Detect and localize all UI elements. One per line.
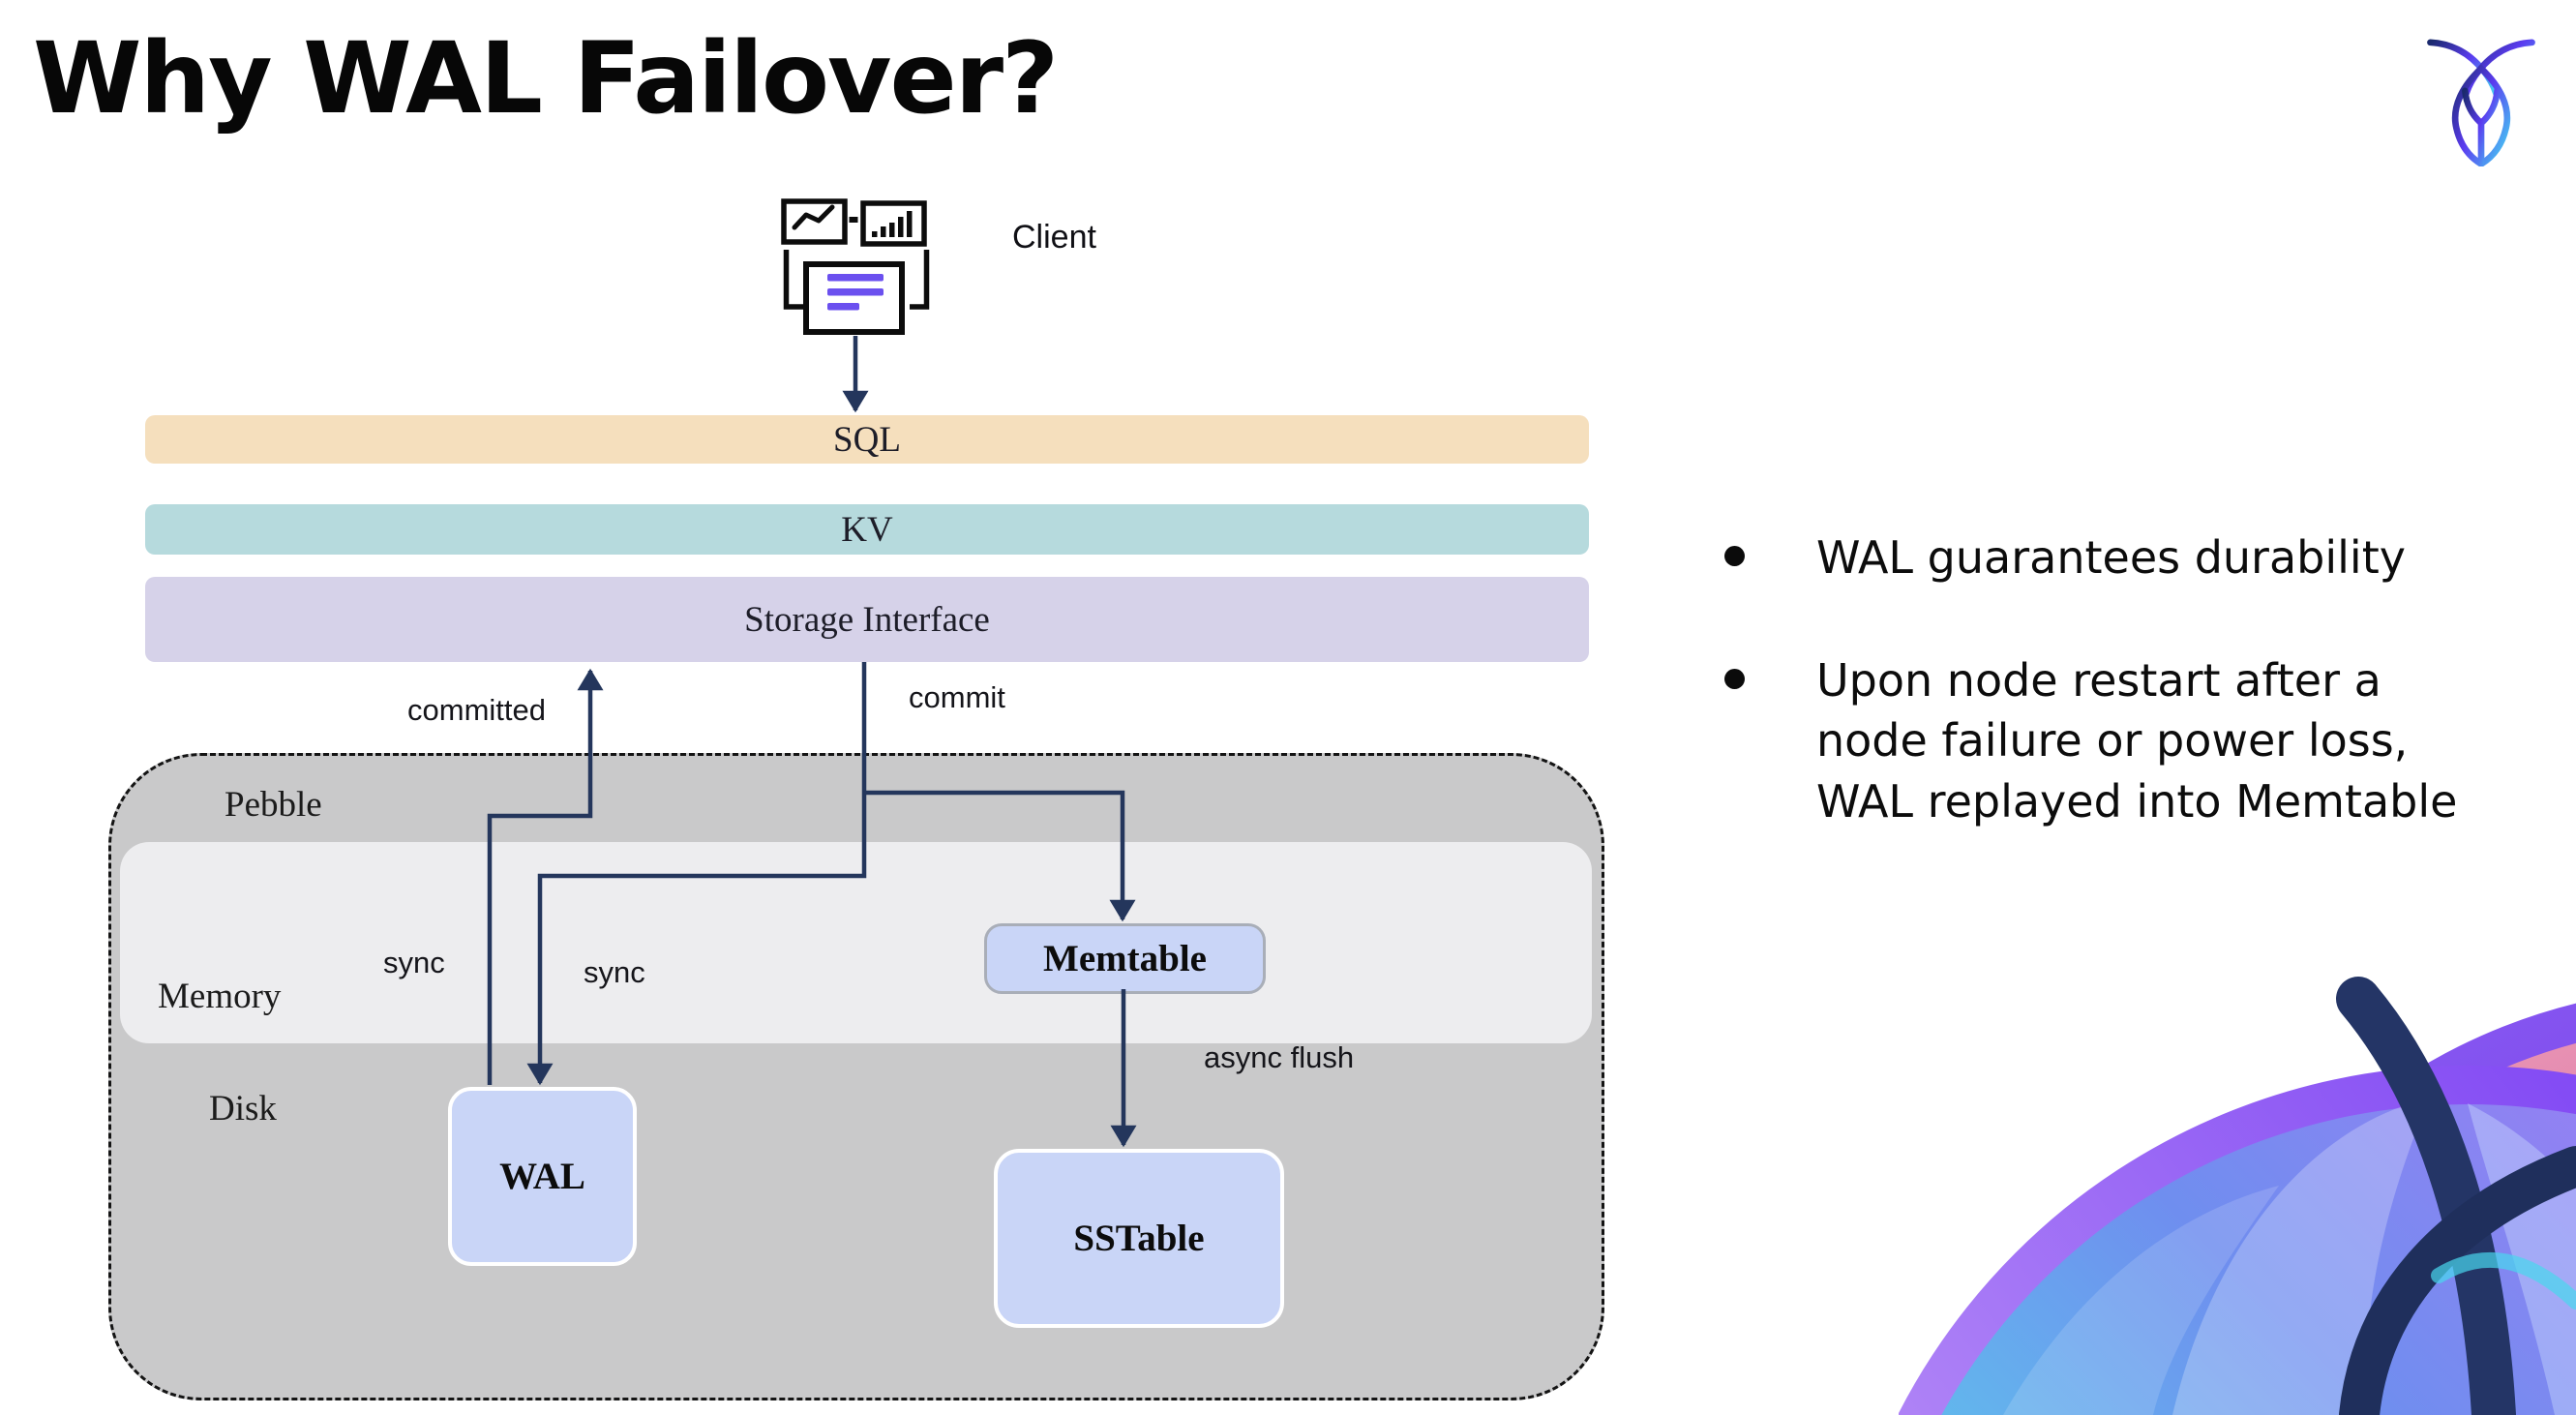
layer-bar-sql: SQL (145, 415, 1589, 464)
wal-node: WAL (448, 1087, 637, 1266)
page-title: Why WAL Failover? (33, 21, 1059, 136)
logo-strokes (2427, 39, 2535, 166)
bullet-item-1: WAL guarantees durability (1724, 527, 2499, 588)
pebble-container (108, 753, 1604, 1400)
client-brackets (783, 250, 930, 310)
blue-sphere (1941, 1104, 2576, 1415)
bullet-item-2: Upon node restart after a node failure o… (1724, 650, 2499, 832)
document-icon (803, 261, 905, 335)
edge-label-commit: commit (909, 680, 1005, 714)
client-charts (781, 198, 927, 247)
bullet-text-2: Upon node restart after a node failure o… (1816, 653, 2458, 828)
bracket-left (783, 250, 803, 310)
logo-veins (2462, 87, 2501, 166)
layer-label-sql: SQL (833, 419, 901, 460)
bullet-dot (1724, 668, 1745, 689)
blue-rim-arc (1899, 1066, 2576, 1415)
cockroach-brand-art (1899, 977, 2576, 1415)
bullet-dot (1724, 546, 1745, 566)
navy-band-1 (2336, 977, 2516, 1415)
bracket-right (910, 250, 930, 310)
disk-label: Disk (209, 1089, 277, 1129)
memtable-node: Memtable (984, 923, 1266, 994)
client-label: Client (1012, 219, 1096, 256)
edge-label-committed: committed (407, 693, 546, 727)
memory-band (120, 842, 1592, 1043)
cockroachdb-logo-icon (2427, 39, 2535, 166)
doc-line-1 (827, 274, 884, 282)
edge-label-async-flush: async flush (1204, 1040, 1355, 1074)
doc-line-3 (827, 303, 859, 311)
pebble-label: Pebble (225, 785, 322, 825)
line-chart-icon (781, 198, 848, 245)
sstable-label: SSTable (1073, 1218, 1205, 1259)
leaf-highlight-3 (2003, 1186, 2279, 1415)
layer-bar-kv: KV (145, 504, 1589, 555)
dash-separator (849, 217, 858, 223)
edge-label-sync-right: sync (584, 955, 645, 989)
memory-label: Memory (158, 977, 282, 1016)
navy-band-2 (2339, 1146, 2576, 1415)
bar-chart-bars (872, 211, 913, 237)
teal-accent (2431, 1251, 2576, 1310)
layer-label-kv: KV (841, 509, 893, 550)
bullet-list: WAL guarantees durability Upon node rest… (1724, 527, 2499, 831)
memtable-label: Memtable (1043, 938, 1207, 979)
brand-art-shapes (1899, 977, 2576, 1415)
layer-bar-storage-interface: Storage Interface (145, 577, 1589, 662)
layer-label-storage-interface: Storage Interface (744, 599, 990, 640)
bullet-text-1: WAL guarantees durability (1816, 531, 2406, 584)
edge-label-sync-left: sync (383, 946, 445, 979)
doc-line-2 (827, 288, 884, 296)
line-chart-zigzag (792, 204, 835, 230)
wal-label: WAL (499, 1156, 585, 1197)
client-terminal-icon (781, 198, 930, 335)
sstable-node: SSTable (994, 1149, 1284, 1328)
